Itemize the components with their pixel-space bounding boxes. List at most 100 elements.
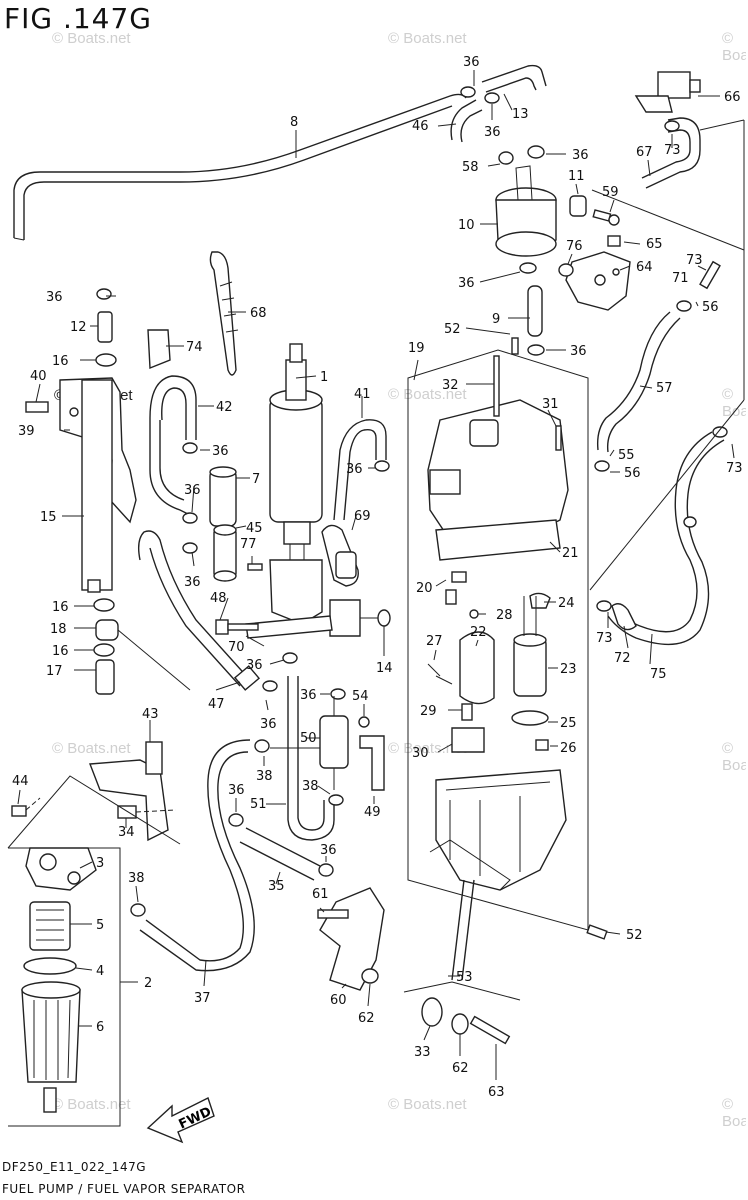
callout-71: 71 <box>672 271 689 286</box>
callout-73: 73 <box>726 461 743 476</box>
hose-53 <box>451 879 465 981</box>
callout-16: 16 <box>52 644 69 659</box>
filter-50 <box>319 715 349 769</box>
grommet-11 <box>569 195 587 217</box>
callout-36: 36 <box>458 276 475 291</box>
hose-42-b <box>161 387 187 440</box>
bolt-44 <box>11 805 27 817</box>
callout-53: 53 <box>456 970 473 985</box>
filter-element-5 <box>29 901 71 951</box>
watermark: © Boats.net <box>722 30 746 64</box>
callout-56: 56 <box>624 466 641 481</box>
callout-4: 4 <box>96 964 104 979</box>
callout-2: 2 <box>144 976 152 991</box>
callout-36: 36 <box>228 783 245 798</box>
callout-64: 64 <box>636 260 653 275</box>
hose-51-b <box>297 676 325 831</box>
bolt-40 <box>25 401 49 413</box>
valve-66 <box>657 71 691 99</box>
hose-42-c <box>149 418 189 515</box>
washer-16 <box>93 643 115 657</box>
callout-3: 3 <box>96 856 104 871</box>
callout-7: 7 <box>252 472 260 487</box>
clamp-36 <box>527 344 545 356</box>
bracket-49 <box>359 735 385 791</box>
callout-35: 35 <box>268 879 285 894</box>
callout-60: 60 <box>330 993 347 1008</box>
callout-16: 16 <box>52 600 69 615</box>
callout-70: 70 <box>228 640 245 655</box>
callout-6: 6 <box>96 1020 104 1035</box>
callout-36: 36 <box>212 444 229 459</box>
hose-8-inner <box>23 105 453 240</box>
o-ring-4 <box>23 957 77 975</box>
filter-case-6 <box>21 989 81 1083</box>
callout-76: 76 <box>566 239 583 254</box>
bolt-65 <box>607 235 621 247</box>
clamp-36 <box>96 288 112 300</box>
hose-47-b <box>149 547 241 687</box>
callout-18: 18 <box>50 622 67 637</box>
callout-25: 25 <box>560 716 577 731</box>
filter-head-3 <box>25 847 97 891</box>
clamp-36 <box>330 688 346 700</box>
callout-49: 49 <box>364 805 381 820</box>
callout-72: 72 <box>614 651 631 666</box>
grommet-7 <box>209 469 237 527</box>
callout-43: 43 <box>142 707 159 722</box>
callout-44: 44 <box>12 774 29 789</box>
pipe-9 <box>527 285 543 337</box>
callout-36: 36 <box>320 843 337 858</box>
clamp-36 <box>182 442 198 454</box>
hose-67 <box>645 117 701 189</box>
callout-26: 26 <box>560 741 577 756</box>
hose-37-b <box>139 751 255 972</box>
screw-28 <box>469 609 479 619</box>
callout-41: 41 <box>354 387 371 402</box>
joint-72 <box>611 603 637 631</box>
callout-37: 37 <box>194 991 211 1006</box>
callout-50: 50 <box>300 731 317 746</box>
fitting-71 <box>699 260 721 290</box>
callout-48: 48 <box>210 591 227 606</box>
callout-27: 27 <box>426 634 443 649</box>
watermark: © Boats.net <box>388 30 467 47</box>
callout-5: 5 <box>96 918 104 933</box>
callout-21: 21 <box>562 546 579 561</box>
hose-46-b <box>460 109 483 143</box>
screw-29 <box>461 703 473 721</box>
callout-61: 61 <box>312 887 329 902</box>
callout-38: 38 <box>128 871 145 886</box>
callout-36: 36 <box>184 575 201 590</box>
clamp-56 <box>676 300 692 312</box>
clamp-36 <box>182 512 198 524</box>
callout-75: 75 <box>650 667 667 682</box>
bolt-54 <box>358 716 370 728</box>
clip-74 <box>147 329 171 370</box>
callout-57: 57 <box>656 381 673 396</box>
hose-46 <box>450 99 477 141</box>
float-chamber <box>435 769 567 891</box>
callout-14: 14 <box>376 661 393 676</box>
clamp-36 <box>262 680 278 692</box>
joint-14 <box>377 609 391 627</box>
pump-outlet <box>283 521 311 545</box>
bolt-48 <box>227 623 259 631</box>
bolt-31 <box>555 425 562 451</box>
callout-24: 24 <box>558 596 575 611</box>
watermark: © Boats.net <box>722 740 746 774</box>
callout-56: 56 <box>702 300 719 315</box>
hose-70 <box>245 615 333 639</box>
callout-9: 9 <box>492 312 500 327</box>
hose-41-b <box>343 428 377 521</box>
callout-46: 46 <box>412 119 429 134</box>
joint-18 <box>95 619 119 641</box>
callout-39: 39 <box>18 424 35 439</box>
callout-68: 68 <box>250 306 267 321</box>
figure-code: DF250_E11_022_147G <box>2 1160 147 1174</box>
bolt-77 <box>247 563 263 571</box>
clamp-36 <box>519 262 537 274</box>
callout-36: 36 <box>484 125 501 140</box>
